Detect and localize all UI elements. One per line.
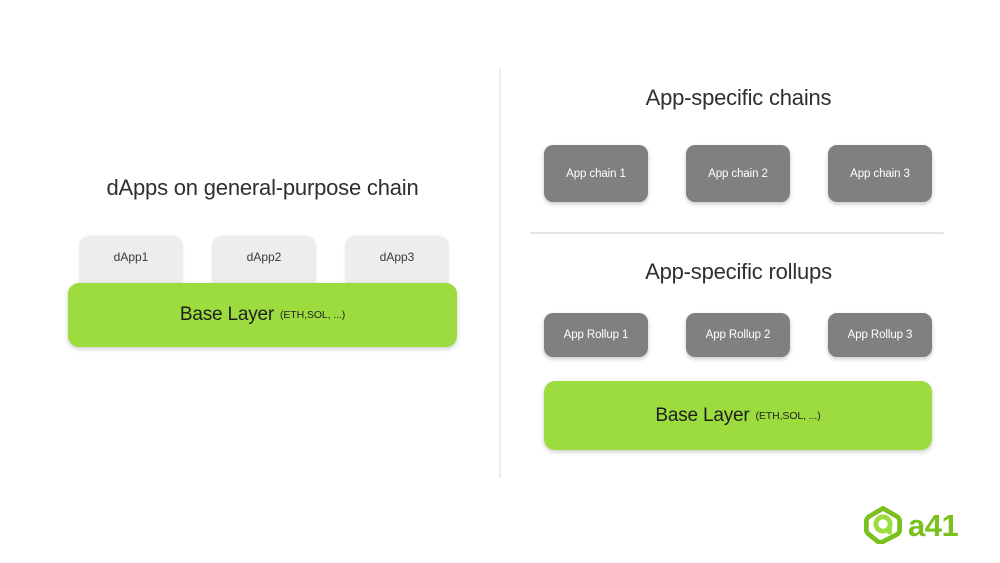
app-chain-box-1: App chain 1	[544, 145, 648, 202]
app-rollup-box-3: App Rollup 3	[828, 313, 932, 357]
horizontal-divider	[530, 232, 944, 234]
app-chain-box-2: App chain 2	[686, 145, 790, 202]
right-base-layer-title: Base Layer	[655, 404, 750, 426]
app-rollup-box-3-label: App Rollup 3	[847, 329, 913, 341]
app-chain-box-3-label: App chain 3	[850, 167, 910, 180]
brand-logo: a41	[864, 506, 959, 544]
dapp-box-1-label: dApp1	[113, 250, 149, 264]
left-base-layer-subtitle: (ETH,SOL, ...)	[280, 309, 346, 321]
dapp-box-3-label: dApp3	[379, 250, 415, 264]
app-rollup-box-1: App Rollup 1	[544, 313, 648, 357]
app-chain-box-1-label: App chain 1	[566, 167, 626, 180]
app-chain-row: App chain 1 App chain 2 App chain 3	[544, 145, 932, 202]
vertical-divider	[499, 68, 501, 478]
app-chain-box-2-label: App chain 2	[708, 167, 768, 180]
a41-logo-icon	[864, 506, 902, 544]
right-base-layer-bar: Base Layer (ETH,SOL, ...)	[544, 381, 932, 450]
left-base-layer-title: Base Layer	[179, 304, 274, 325]
app-specific-rollups-heading: App-specific rollups	[645, 259, 832, 284]
app-chain-box-3: App chain 3	[828, 145, 932, 202]
app-rollup-box-2: App Rollup 2	[686, 313, 790, 357]
left-panel-heading: dApps on general-purpose chain	[106, 175, 419, 200]
logo-wordmark: a41	[908, 507, 959, 543]
app-specific-chains-heading: App-specific chains	[645, 85, 832, 110]
app-rollup-row: App Rollup 1 App Rollup 2 App Rollup 3	[544, 313, 932, 357]
left-base-layer-bar: Base Layer (ETH,SOL, ...)	[68, 283, 457, 347]
right-base-layer-subtitle: (ETH,SOL, ...)	[755, 409, 821, 422]
dapp-box-2-label: dApp2	[246, 250, 282, 264]
app-rollup-box-2-label: App Rollup 2	[705, 329, 771, 341]
app-rollup-box-1-label: App Rollup 1	[563, 329, 629, 341]
